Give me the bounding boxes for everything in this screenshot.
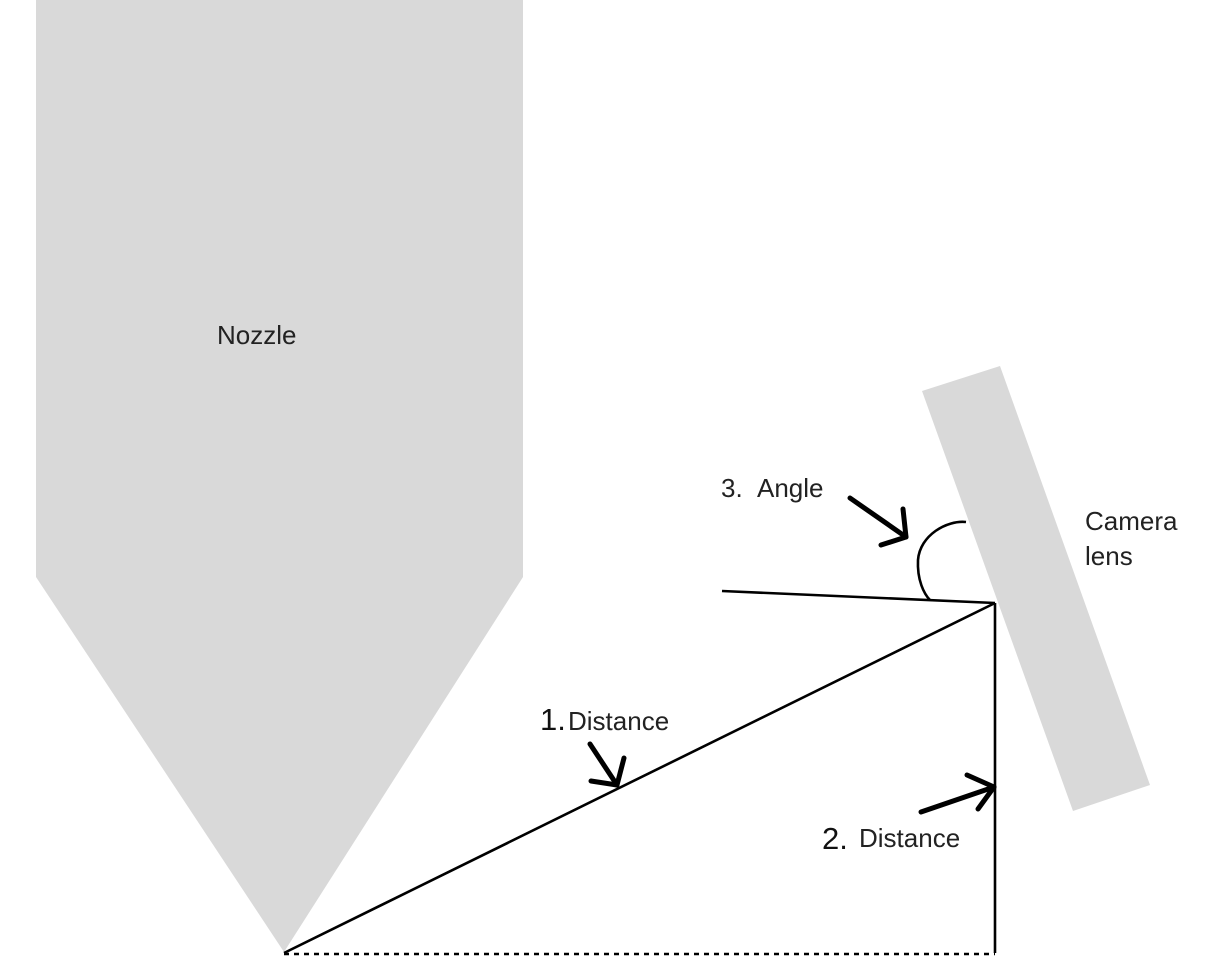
nozzle-shape: [36, 0, 523, 952]
distance-2-label-number: 2.: [822, 821, 848, 856]
camera-lens-label-line1: Camera: [1085, 506, 1178, 536]
angle-reference-line: [721, 589, 996, 605]
nozzle-label: Nozzle: [217, 320, 296, 350]
distance-1-label-text: Distance: [568, 706, 669, 736]
arrow-icon: [587, 741, 627, 788]
distance-1-line: [283, 601, 996, 955]
distance-1-label-number: 1.: [540, 702, 566, 737]
distance-2-label-text: Distance: [859, 823, 960, 853]
angle-arc: [916, 520, 967, 601]
camera-lens-label-line2: lens: [1085, 541, 1133, 571]
angle-label-text: Angle: [757, 473, 824, 503]
arrow-icon: [847, 495, 909, 548]
angle-label-number: 3.: [721, 473, 743, 503]
arrow-icon: [918, 772, 997, 815]
camera-lens-shape: [922, 366, 1150, 811]
